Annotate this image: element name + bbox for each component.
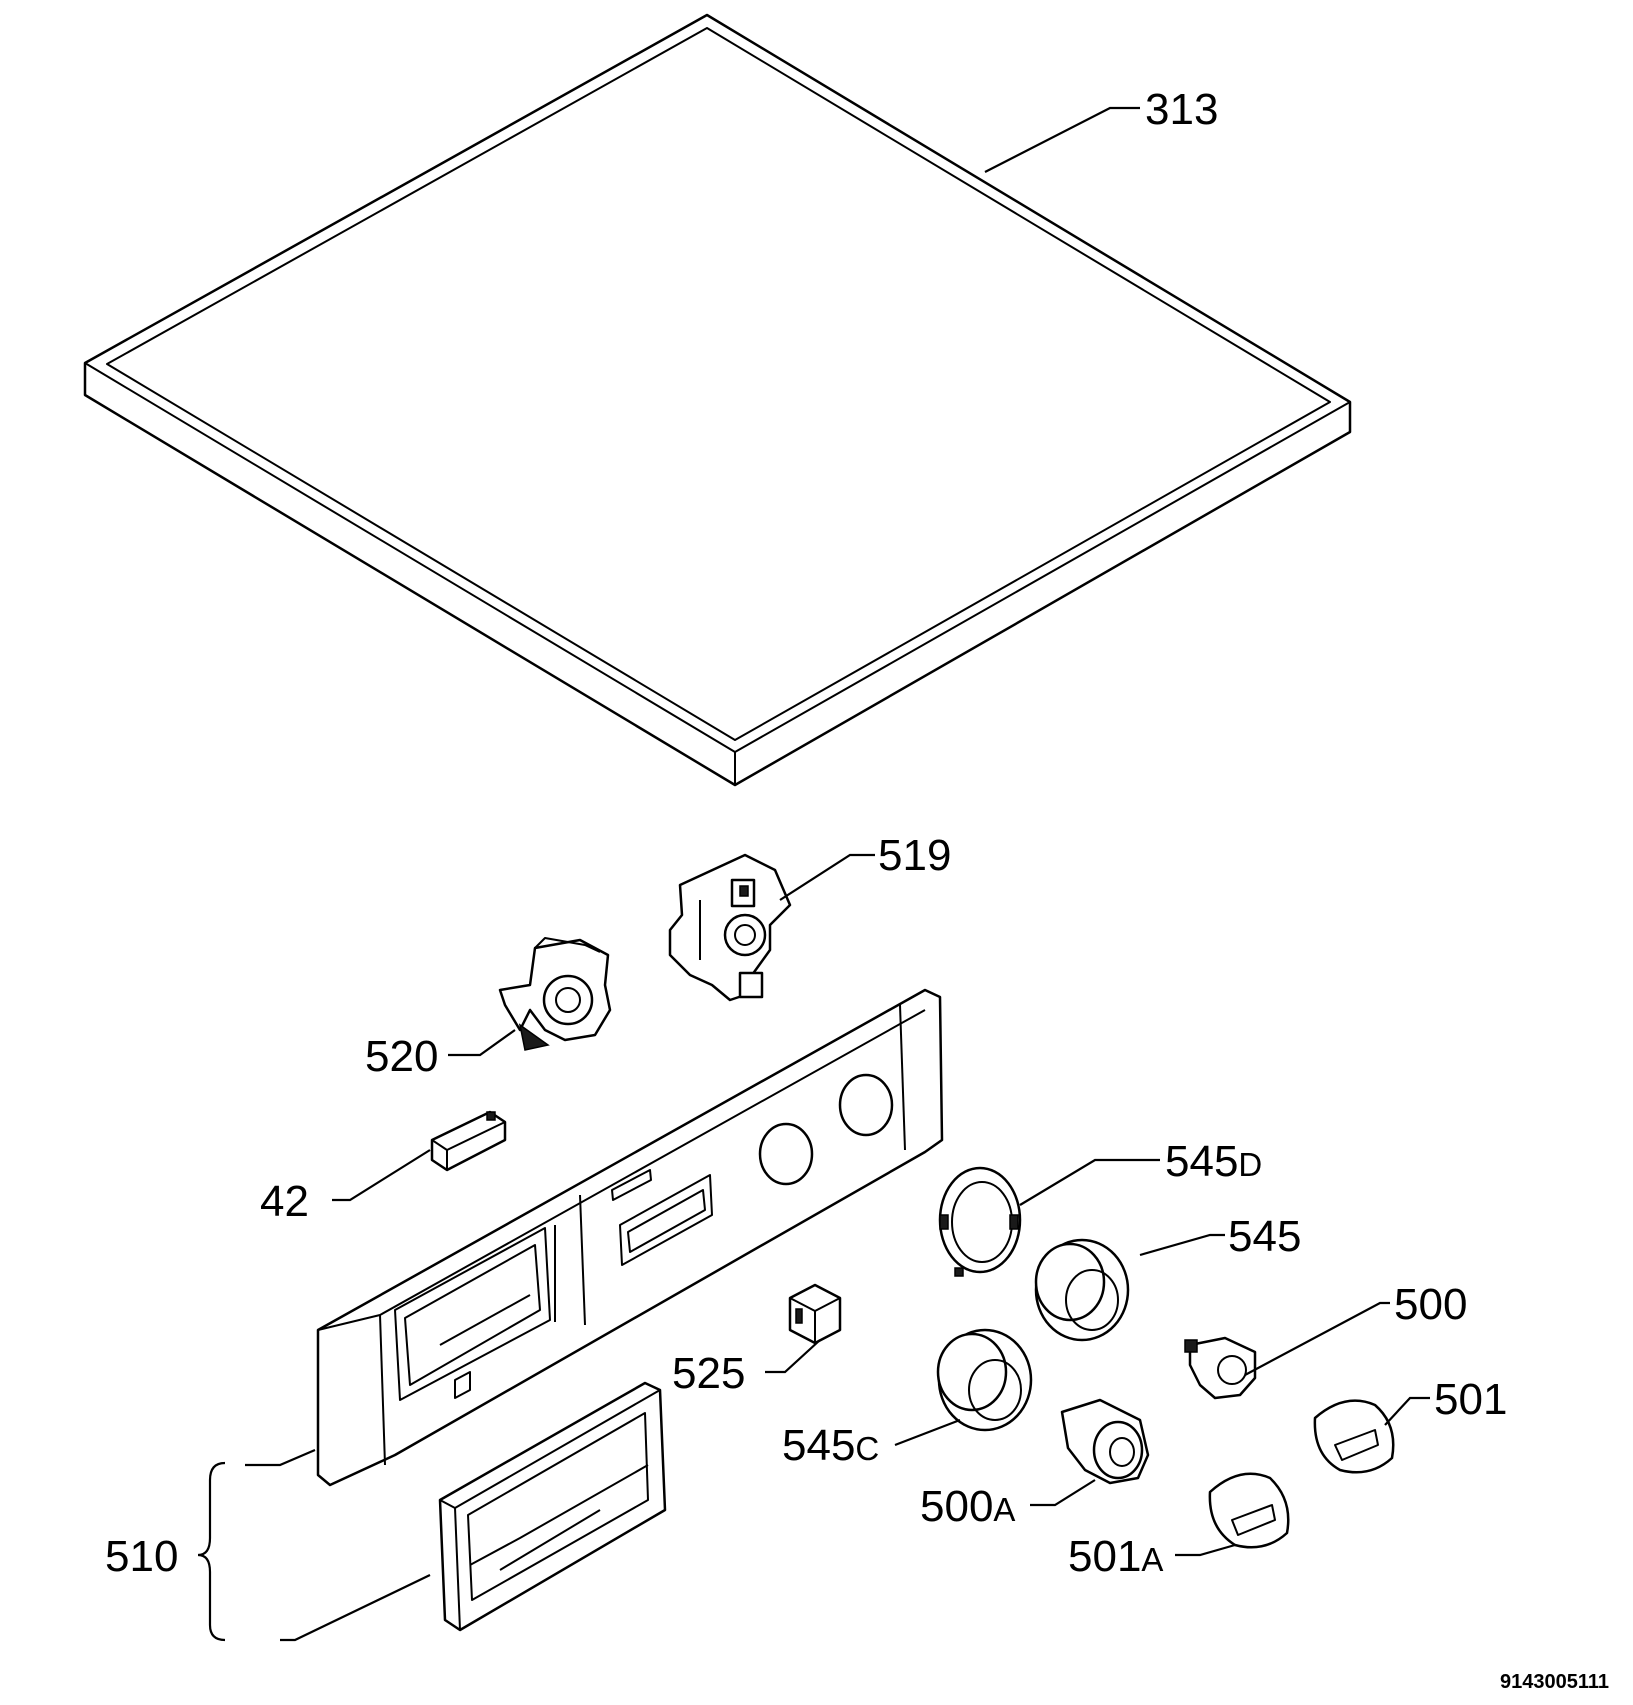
callout-510: 510	[105, 1532, 178, 1581]
callout-500A: 500A	[920, 1482, 1015, 1531]
leader-lines	[197, 106, 1430, 1642]
callout-501A: 501A	[1068, 1532, 1163, 1581]
callout-500: 500	[1394, 1280, 1467, 1329]
callout-labels: 313 519 520 42 545D 545 500 525 501 545C…	[105, 85, 1507, 1581]
callout-313: 313	[1145, 85, 1218, 134]
callout-520: 520	[365, 1032, 438, 1081]
callout-545D: 545D	[1165, 1137, 1262, 1186]
callout-501: 501	[1434, 1375, 1507, 1424]
part-500-thermostat	[1184, 1336, 1257, 1400]
callout-519: 519	[878, 831, 951, 880]
part-525-push-switch	[788, 1283, 842, 1345]
part-545D-bezel-ring	[938, 1166, 1022, 1277]
part-501-knob-cap	[1313, 1399, 1395, 1474]
callout-42: 42	[260, 1177, 309, 1226]
control-panel-fascia	[316, 988, 944, 1487]
part-545-knob	[1034, 1238, 1130, 1342]
part-313-top-cover	[83, 13, 1352, 787]
callout-525: 525	[672, 1349, 745, 1398]
part-520-switch	[498, 937, 612, 1051]
part-510-drawer-front	[438, 1381, 667, 1632]
part-519-programmer	[668, 853, 792, 1002]
part-42-indicator	[430, 1110, 507, 1172]
callout-545C: 545C	[782, 1421, 879, 1470]
part-545C-knob	[936, 1328, 1033, 1432]
part-501A-knob-cap	[1208, 1472, 1290, 1549]
part-500A-switch	[1060, 1398, 1150, 1485]
callout-545: 545	[1228, 1212, 1301, 1261]
document-number: 9143005111	[1500, 1671, 1609, 1693]
